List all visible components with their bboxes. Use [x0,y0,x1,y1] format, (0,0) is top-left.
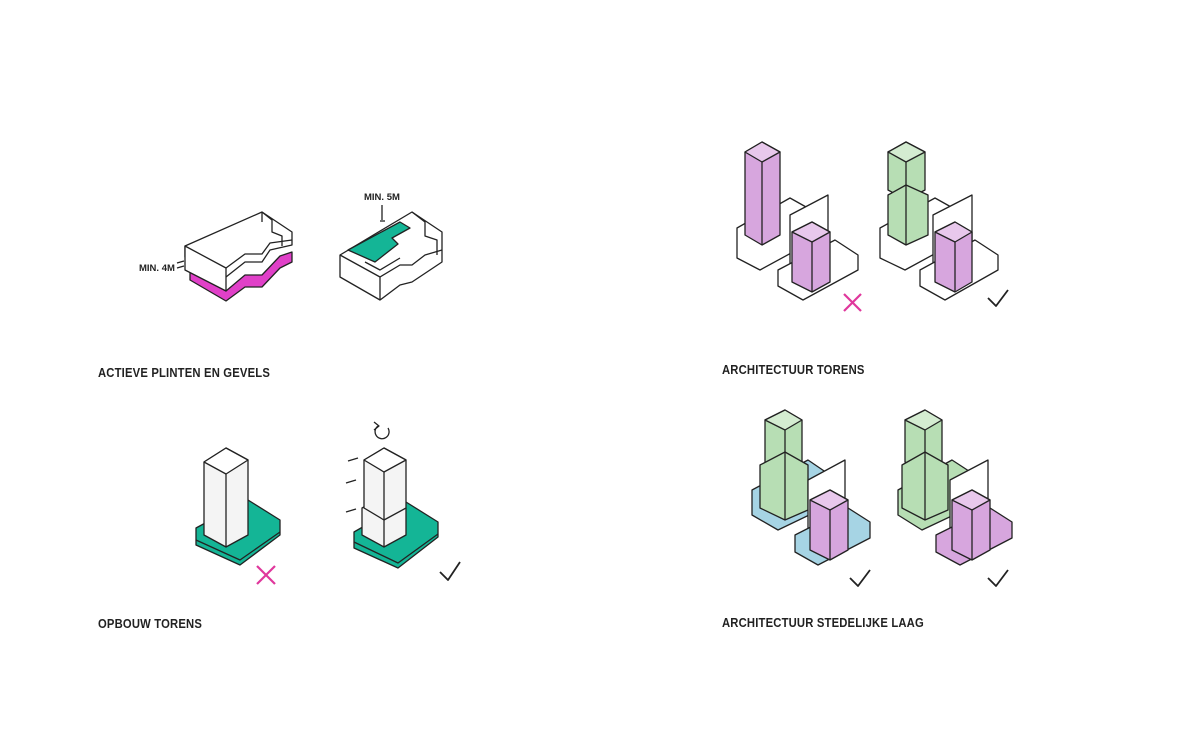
check-icon [987,569,1009,587]
cross-icon [256,565,276,585]
urban-layer-green-lilac [897,409,1013,566]
section-title-opbouw-torens: OPBOUW TORENS [98,617,203,631]
plinth-block-magenta [184,211,293,302]
urban-layer-blue-lilac [751,409,871,566]
section-title-actieve-plinten: ACTIEVE PLINTEN EN GEVELS [98,366,271,380]
cross-icon [843,293,862,312]
rotate-arrow-icon [373,421,390,440]
check-icon [439,561,461,581]
section-title-architectuur-torens: ARCHITECTUUR TORENS [722,363,865,377]
dimension-label-4m: MIN. 4M [139,263,175,274]
check-icon [987,289,1009,307]
section-title-architectuur-stedelijke-laag: ARCHITECTUUR STEDELIJKE LAAG [722,616,924,630]
dimension-marker-4m [176,260,185,269]
dimension-marker-5m [380,205,385,222]
tower-stepped-podium-correct [345,447,439,569]
dimension-label-5m: MIN. 5M [364,192,400,203]
check-icon [849,569,871,587]
towers-uniform-lilac-wrong [736,141,859,301]
plinth-block-teal [339,211,443,301]
towers-differentiated-correct [879,141,999,301]
tower-on-teal-podium-wrong [195,447,281,566]
